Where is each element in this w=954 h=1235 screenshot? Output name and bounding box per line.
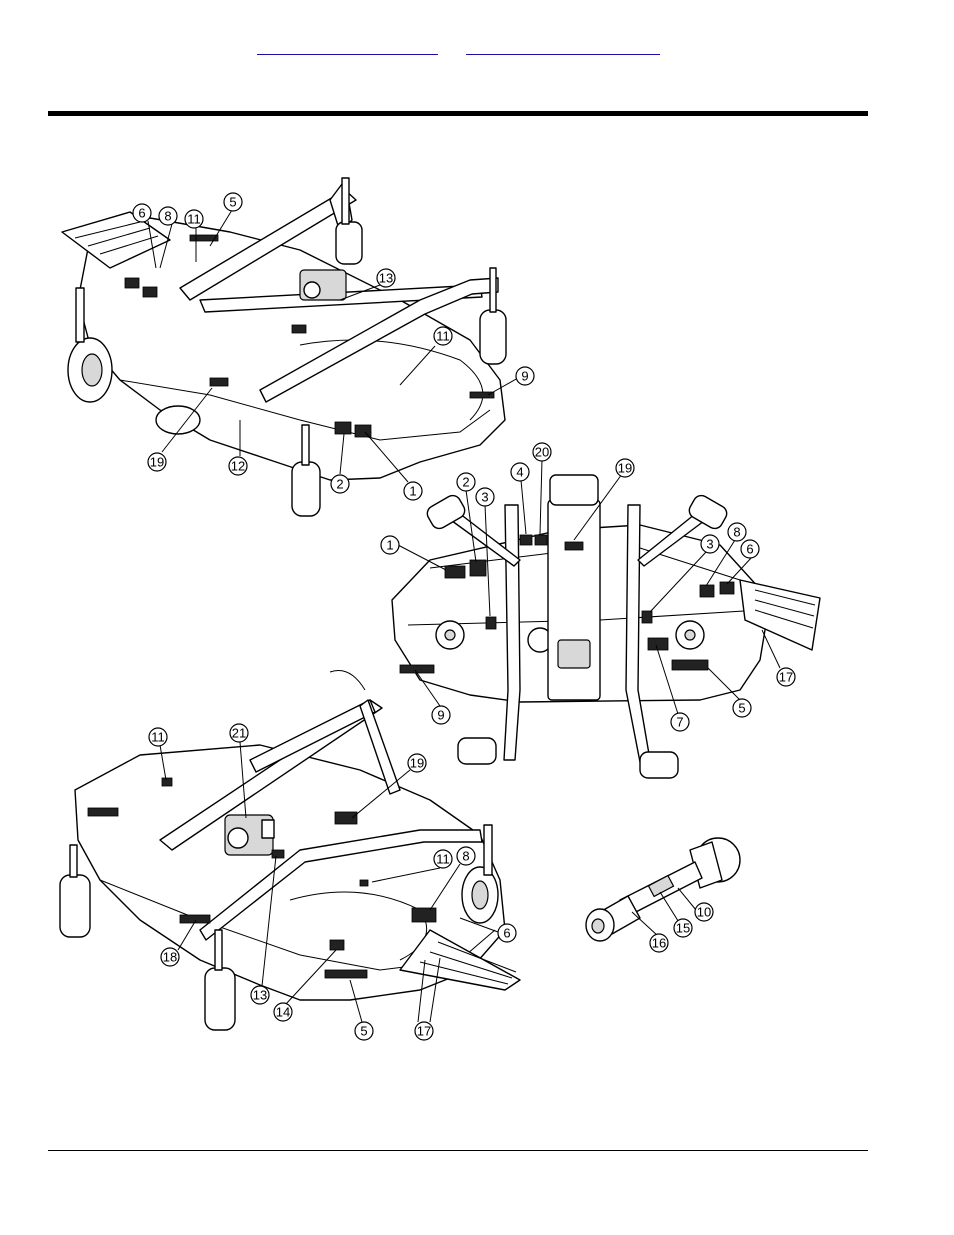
callout-top-12: 12 (228, 456, 248, 476)
svg-text:19: 19 (410, 756, 424, 771)
svg-text:5: 5 (229, 195, 236, 210)
callout-bottom-5: 5 (354, 1021, 374, 1041)
wheel-rear-right (479, 267, 507, 365)
callout-bottom-19: 19 (407, 753, 427, 773)
callout-bottom-11b: 11 (433, 849, 453, 869)
callout-plan-9: 9 (431, 705, 451, 725)
mower-view-plan (391, 474, 821, 779)
svg-text:2: 2 (462, 475, 469, 490)
callout-plan-2: 2 (456, 472, 476, 492)
callout-bottom-21: 21 (229, 723, 249, 743)
svg-text:11: 11 (436, 852, 450, 867)
svg-text:9: 9 (437, 708, 444, 723)
svg-text:3: 3 (706, 537, 713, 552)
callout-driveline-10: 10 (694, 902, 714, 922)
callout-plan-4: 4 (510, 462, 530, 482)
callout-driveline-16: 16 (649, 933, 669, 953)
callout-plan-5: 5 (732, 698, 752, 718)
callout-top-9: 9 (515, 366, 535, 386)
callout-driveline-15: 15 (673, 918, 693, 938)
svg-text:8: 8 (462, 849, 469, 864)
callout-plan-19: 19 (615, 458, 635, 478)
svg-text:2: 2 (336, 477, 343, 492)
wheel-bottom-right (461, 824, 499, 924)
svg-text:17: 17 (779, 670, 793, 685)
callout-top-11b: 11 (433, 326, 453, 346)
wheel-top (335, 177, 363, 265)
svg-text:5: 5 (738, 701, 745, 716)
callout-bottom-8: 8 (456, 846, 476, 866)
callouts-view-top: 6 8 11 5 13 11 9 19 12 2 1 (132, 192, 535, 501)
footer-rule (48, 1150, 868, 1151)
svg-text:16: 16 (652, 936, 666, 951)
svg-text:11: 11 (187, 212, 201, 227)
svg-text:6: 6 (746, 542, 753, 557)
callout-top-13: 13 (376, 268, 396, 288)
svg-text:19: 19 (150, 455, 164, 470)
wheel-bottom-left (59, 844, 91, 938)
svg-text:7: 7 (676, 715, 683, 730)
callout-plan-6: 6 (740, 539, 760, 559)
callout-top-6: 6 (132, 203, 152, 223)
svg-text:1: 1 (386, 538, 393, 553)
callout-plan-3b: 3 (700, 534, 720, 554)
callout-top-11: 11 (184, 209, 204, 229)
wheel-bottom-front (204, 929, 236, 1031)
callout-bottom-13: 13 (250, 985, 270, 1005)
header-link-1[interactable] (257, 38, 438, 55)
svg-text:1: 1 (409, 484, 416, 499)
svg-text:8: 8 (164, 209, 171, 224)
driveline-view (585, 837, 741, 942)
svg-text:17: 17 (417, 1024, 431, 1039)
callout-bottom-11: 11 (148, 727, 168, 747)
callout-plan-17: 17 (776, 667, 796, 687)
callout-plan-3: 3 (475, 487, 495, 507)
svg-text:11: 11 (436, 329, 450, 344)
svg-text:13: 13 (379, 271, 393, 286)
svg-text:20: 20 (535, 445, 549, 460)
svg-text:21: 21 (232, 726, 246, 741)
svg-text:14: 14 (276, 1005, 290, 1020)
wheel-front-left (67, 287, 113, 403)
callout-bottom-17: 17 (414, 1021, 434, 1041)
callout-plan-1: 1 (380, 535, 400, 555)
svg-text:10: 10 (697, 905, 711, 920)
svg-text:4: 4 (516, 465, 523, 480)
svg-text:9: 9 (521, 369, 528, 384)
header-link-2[interactable] (466, 38, 660, 55)
mower-view-top (61, 177, 507, 517)
svg-text:18: 18 (163, 950, 177, 965)
callout-plan-7: 7 (670, 712, 690, 732)
svg-text:5: 5 (360, 1024, 367, 1039)
callout-top-5: 5 (223, 192, 243, 212)
svg-text:11: 11 (151, 730, 165, 745)
callouts-view-driveline: 10 15 16 (631, 887, 714, 953)
callout-plan-20: 20 (532, 442, 552, 462)
svg-text:19: 19 (618, 461, 632, 476)
callout-top-8: 8 (158, 206, 178, 226)
svg-text:6: 6 (503, 926, 510, 941)
callout-plan-8: 8 (727, 522, 747, 542)
callout-top-19: 19 (147, 452, 167, 472)
callout-top-1: 1 (403, 481, 423, 501)
callout-bottom-14: 14 (273, 1002, 293, 1022)
svg-text:13: 13 (253, 988, 267, 1003)
callouts-view-bottom: 11 21 19 11 8 6 18 13 14 5 17 (148, 723, 517, 1041)
callout-bottom-18: 18 (160, 947, 180, 967)
svg-text:8: 8 (733, 525, 740, 540)
svg-text:6: 6 (138, 206, 145, 221)
header-rule (48, 111, 868, 116)
wheel-rear-left (291, 424, 321, 517)
callouts-view-plan: 4 20 19 2 3 1 8 6 3 17 5 7 9 (380, 442, 796, 732)
svg-text:12: 12 (231, 459, 245, 474)
svg-text:3: 3 (481, 490, 488, 505)
callout-bottom-6: 6 (497, 923, 517, 943)
svg-text:15: 15 (676, 921, 690, 936)
mower-view-bottom (59, 670, 521, 1031)
callout-top-2: 2 (330, 474, 350, 494)
